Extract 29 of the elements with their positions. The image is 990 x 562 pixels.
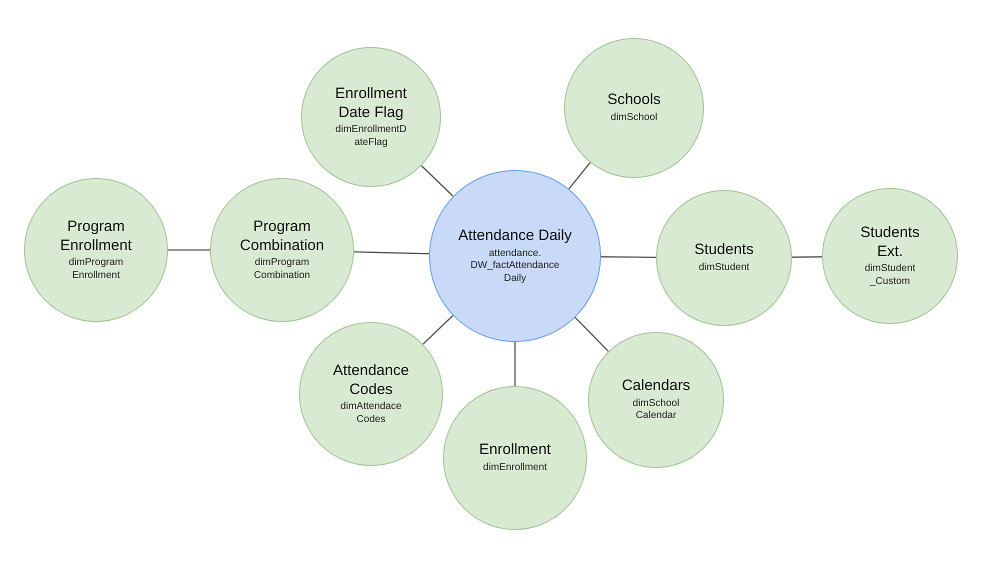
table-name: dimAttendace Codes xyxy=(339,401,403,426)
connector-line xyxy=(422,315,454,345)
table-title: Enrollment xyxy=(478,441,552,460)
table-name: dimStudent xyxy=(698,262,750,275)
table-name: dimEnrollment xyxy=(482,462,548,475)
connector-line xyxy=(792,256,822,258)
table-title: Program Enrollment xyxy=(59,218,133,256)
table-title: Schools xyxy=(606,91,662,110)
table-title: Attendance Codes xyxy=(332,362,410,400)
connector-line xyxy=(168,249,210,251)
connector-line xyxy=(568,162,591,190)
table-title: Students Ext. xyxy=(859,224,921,262)
connector-line xyxy=(354,251,430,254)
table-title: Attendance Daily xyxy=(457,226,573,246)
connector-line xyxy=(514,342,516,386)
table-title: Students xyxy=(693,241,755,260)
connector-line xyxy=(420,165,454,197)
table-name: dimSchool Calendar xyxy=(632,398,680,423)
table-name: dimProgram Combination xyxy=(252,257,312,282)
table-name: dimEnrollmentD ateFlag xyxy=(334,124,408,150)
connector-line xyxy=(601,256,656,258)
table-name: dimStudent _Custom xyxy=(864,263,916,288)
table-title: Enrollment Date Flag xyxy=(334,84,408,122)
table-title: Program Combination xyxy=(238,218,326,256)
table-name: dimSchool xyxy=(610,112,658,125)
table-name: dimProgram Enrollment xyxy=(68,257,124,282)
table-name: attendance. DW_factAttendance Daily xyxy=(470,248,560,286)
connector-line xyxy=(574,317,609,352)
table-title: Calendars xyxy=(620,377,692,396)
